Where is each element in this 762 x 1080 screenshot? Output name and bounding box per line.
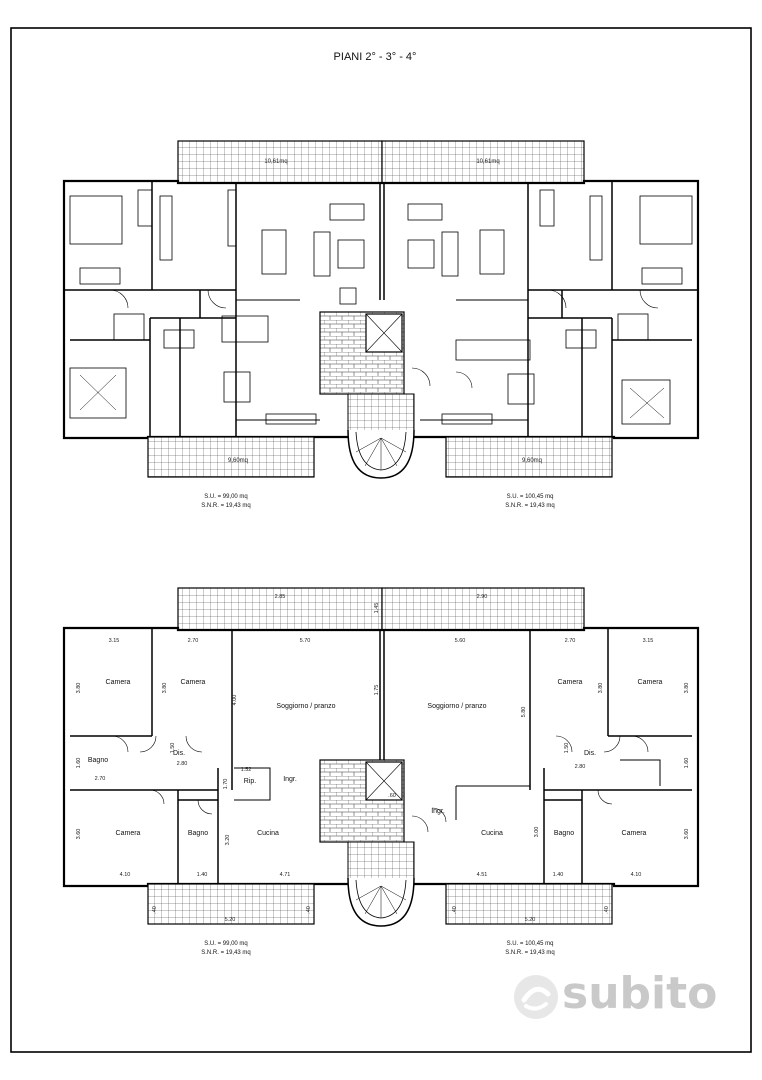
dimension: 3.80 — [162, 683, 168, 694]
room-label-rip: Rip. — [244, 778, 257, 785]
room-label-ingr: Ingr. — [283, 776, 297, 783]
dimension: .40 — [452, 906, 458, 914]
dimension: 5.20 — [525, 917, 536, 923]
room-label-bagno: Bagno — [88, 757, 108, 764]
dimension: 1.45 — [374, 603, 380, 614]
lower-balcony-bottom-right — [445, 883, 613, 925]
room-label-bagno: Bagno — [188, 830, 208, 837]
dimension: 3.15 — [643, 638, 654, 644]
sheet-border — [10, 27, 752, 1053]
dimension: 3.00 — [534, 827, 540, 838]
room-label-soggiorno: Soggiorno / pranzo — [276, 703, 335, 710]
lower-left-su: S.U. = 99,00 mq — [204, 941, 248, 947]
upper-balcony-bottom-left — [147, 436, 315, 478]
dimension: 1.50 — [170, 743, 176, 754]
upper-balcony-bottom-right — [445, 436, 613, 478]
dimension: 5.80 — [521, 707, 527, 718]
dimension: 2.80 — [177, 761, 188, 767]
dimension: 2.90 — [477, 594, 488, 600]
lower-right-su: S.U. = 100,45 mq — [507, 941, 554, 947]
dimension: .40 — [306, 906, 312, 914]
room-label-cucina: Cucina — [481, 830, 503, 837]
dimension: 3.60 — [684, 829, 690, 840]
dimension: .40 — [152, 906, 158, 914]
room-label-ingr: Ingr. — [431, 808, 445, 815]
dimension: 3.60 — [76, 829, 82, 840]
room-label-camera: Camera — [181, 679, 206, 686]
dimension: 1.52 — [241, 767, 252, 773]
dimension: 4.10 — [120, 872, 131, 878]
upper-balcony-top-right — [381, 140, 585, 184]
room-label-dis: Dis. — [584, 750, 596, 757]
dimension: 1.70 — [223, 779, 229, 790]
dimension: 5.70 — [300, 638, 311, 644]
lower-right-snr: S.N.R. = 19,43 mq — [505, 950, 555, 956]
lower-balcony-bottom-left — [147, 883, 315, 925]
upper-balcony-area-br: 9,60mq — [522, 458, 542, 464]
dimension: .60 — [388, 793, 396, 799]
dimension: 1.60 — [684, 758, 690, 769]
lower-balcony-top-left — [177, 587, 383, 631]
room-label-bagno: Bagno — [554, 830, 574, 837]
subito-logo-icon — [514, 975, 558, 1019]
dimension: 1.75 — [374, 685, 380, 696]
dimension: 4.00 — [232, 695, 238, 706]
lower-floor-plan — [62, 587, 700, 927]
dimension: 5.20 — [225, 917, 236, 923]
watermark-text: subito — [562, 968, 718, 1019]
upper-balcony-area-tr: 10,61mq — [476, 159, 499, 165]
page-title: PIANI 2° - 3° - 4° — [334, 51, 417, 63]
dimension: 4.51 — [477, 872, 488, 878]
upper-balcony-area-tl: 10,61mq — [264, 159, 287, 165]
lower-left-snr: S.N.R. = 19,43 mq — [201, 950, 251, 956]
dimension: 3.80 — [76, 683, 82, 694]
dimension: 4.10 — [631, 872, 642, 878]
dimension: 3.80 — [598, 683, 604, 694]
dimension: 2.70 — [95, 776, 106, 782]
dimension: 2.85 — [275, 594, 286, 600]
dimension: 5.60 — [455, 638, 466, 644]
room-label-soggiorno: Soggiorno / pranzo — [427, 703, 486, 710]
dimension: 3.20 — [225, 835, 231, 846]
dimension: .40 — [604, 906, 610, 914]
room-label-camera: Camera — [622, 830, 647, 837]
upper-floor-plan — [62, 140, 700, 479]
dimension: 4.71 — [280, 872, 291, 878]
room-label-dis: Dis. — [173, 750, 185, 757]
room-label-cucina: Cucina — [257, 830, 279, 837]
room-label-camera: Camera — [558, 679, 583, 686]
upper-left-su: S.U. = 99,00 mq — [204, 494, 248, 500]
upper-balcony-area-bl: 9,60mq — [228, 458, 248, 464]
dimension: 1.40 — [553, 872, 564, 878]
upper-left-snr: S.N.R. = 19,43 mq — [201, 503, 251, 509]
dimension: 3.15 — [109, 638, 120, 644]
room-label-camera: Camera — [106, 679, 131, 686]
dimension: 2.80 — [575, 764, 586, 770]
room-label-camera: Camera — [638, 679, 663, 686]
upper-right-snr: S.N.R. = 19,43 mq — [505, 503, 555, 509]
room-label-camera: Camera — [116, 830, 141, 837]
dimension: 2.70 — [188, 638, 199, 644]
dimension: 1.60 — [76, 758, 82, 769]
dimension: 2.70 — [565, 638, 576, 644]
dimension: 1.40 — [197, 872, 208, 878]
dimension: 1.50 — [564, 743, 570, 754]
dimension: 3.80 — [684, 683, 690, 694]
upper-right-su: S.U. = 100,45 mq — [507, 494, 554, 500]
